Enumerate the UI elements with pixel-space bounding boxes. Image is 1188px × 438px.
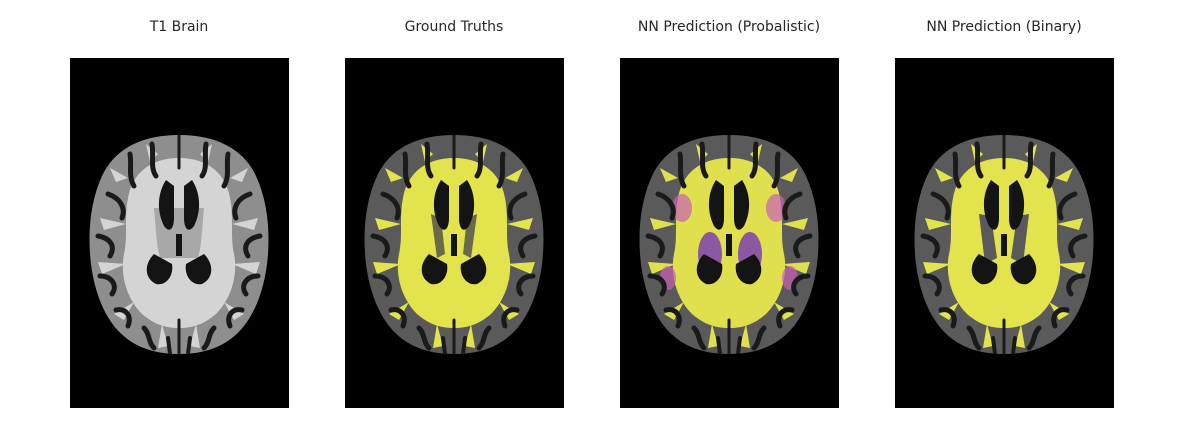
- panel-title-nn-prediction-binary: NN Prediction (Binary): [926, 19, 1082, 35]
- nn-prediction-binary-slice: [914, 135, 1094, 354]
- image-nn-prediction-probalistic: [620, 58, 839, 408]
- image-nn-prediction-binary: [895, 58, 1114, 408]
- ground-truths-slice: [364, 135, 544, 354]
- image-ground-truths: [345, 58, 564, 408]
- nn-prediction-probalistic-slice: [639, 135, 819, 354]
- panel-title-ground-truths: Ground Truths: [404, 19, 504, 35]
- image-t1-brain: [70, 58, 289, 408]
- t1-brain-slice: [89, 135, 269, 354]
- panel-title-t1-brain: T1 Brain: [149, 19, 209, 35]
- panel-title-nn-prediction-probalistic: NN Prediction (Probalistic): [637, 19, 821, 35]
